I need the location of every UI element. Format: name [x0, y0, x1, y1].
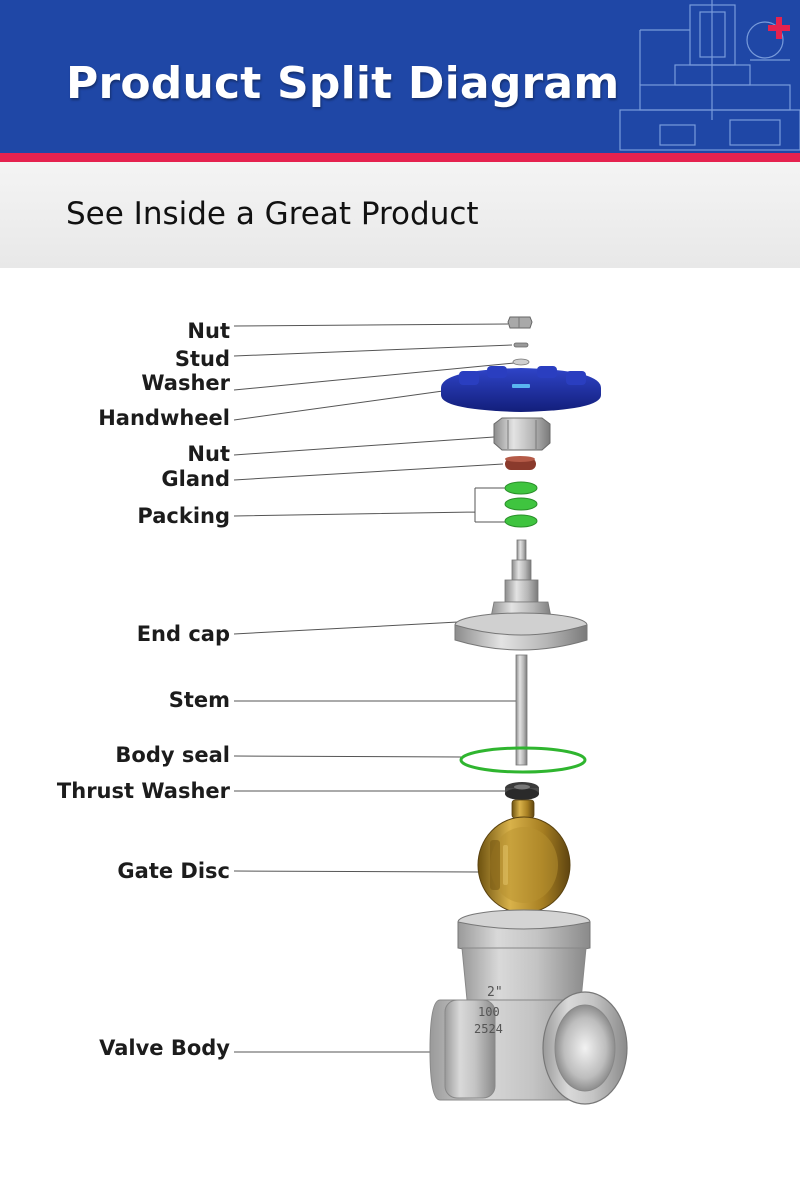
label-stud: Stud: [175, 347, 230, 371]
leader-line-packing: [233, 487, 505, 523]
valve-body-part: 2" 100 2524: [429, 909, 628, 1105]
page-subtitle: See Inside a Great Product: [66, 196, 479, 232]
stem-part: [515, 654, 528, 766]
label-thrust-washer: Thrust Washer: [57, 779, 231, 803]
leader-line-handwheel: [233, 389, 451, 421]
header-banner: Product Split Diagram: [0, 0, 800, 155]
leader-line-gate-disc: [233, 870, 481, 873]
hex-nut-part: [493, 417, 551, 451]
body-seal-part: [459, 746, 587, 774]
leader-line-stud: [233, 344, 513, 357]
handwheel-part: [441, 366, 601, 412]
leader-line-body-seal: [233, 755, 463, 758]
plus-icon: [768, 17, 790, 39]
label-packing: Packing: [137, 504, 230, 528]
leader-line-washer: [233, 362, 515, 391]
blueprint-decoration: [619, 0, 800, 151]
part-labels: Nut Stud Washer Handwheel Nut Gland Pack…: [57, 319, 231, 1060]
label-gland: Gland: [161, 467, 230, 491]
thrust-washer-part: [505, 782, 539, 800]
leader-line-nut: [233, 436, 495, 456]
label-valve-body: Valve Body: [99, 1036, 230, 1060]
label-washer: Washer: [141, 371, 230, 395]
body-marking-code: 2524: [474, 1022, 503, 1036]
leader-line-gland: [233, 463, 504, 481]
gate-disc-part: [477, 799, 571, 914]
header-accent-stripe: [0, 153, 800, 162]
body-marking-pressure: 100: [478, 1005, 500, 1019]
subtitle-band: [0, 162, 800, 268]
packing-rings-part: [504, 481, 538, 528]
label-stem: Stem: [169, 688, 230, 712]
gland-part: [505, 456, 536, 470]
label-end-cap: End cap: [137, 622, 230, 646]
leader-line-end-cap: [233, 621, 459, 635]
label-nut: Nut: [187, 442, 230, 466]
end-cap-part: [454, 539, 588, 651]
washer-part: [512, 358, 530, 366]
leader-lines: [233, 323, 517, 1053]
label-nut-top: Nut: [187, 319, 230, 343]
label-handwheel: Handwheel: [98, 406, 230, 430]
label-gate-disc: Gate Disc: [117, 859, 230, 883]
stud-part: [513, 342, 529, 348]
leader-line-nut-top: [233, 323, 509, 327]
body-marking-size: 2": [487, 985, 503, 1000]
top-nut-part: [507, 316, 533, 329]
label-body-seal: Body seal: [115, 743, 230, 767]
page-title: Product Split Diagram: [66, 58, 620, 109]
